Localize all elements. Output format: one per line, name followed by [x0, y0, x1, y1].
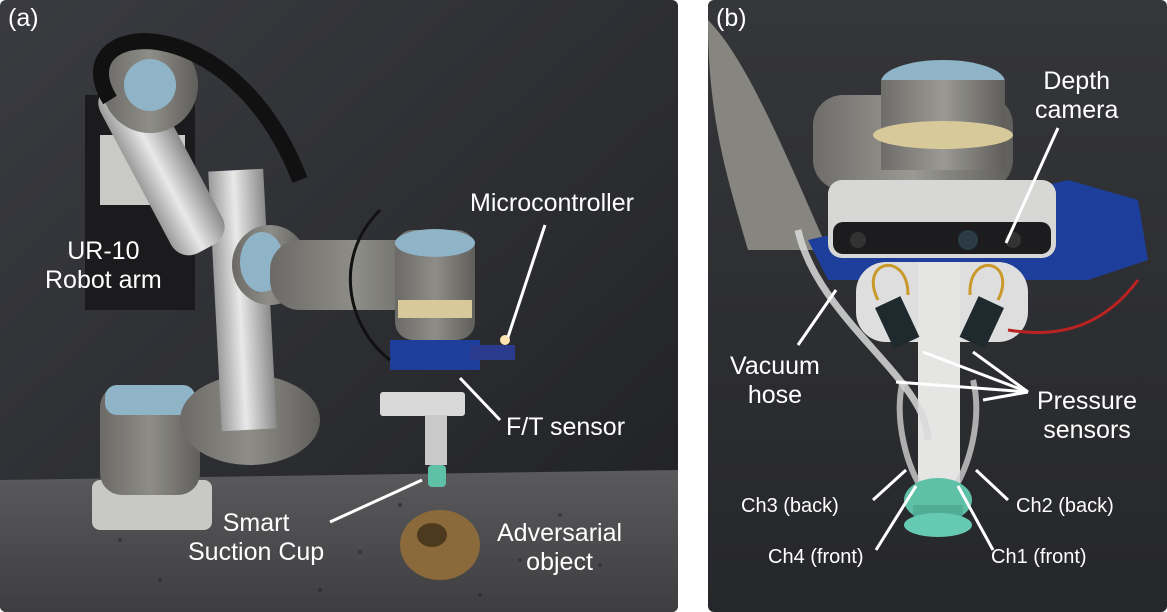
panel-label-b: (b): [716, 4, 747, 32]
label-ch4: Ch4 (front): [768, 546, 864, 568]
label-depth-camera: Depth camera: [1035, 67, 1119, 124]
label-ch2: Ch2 (back): [1016, 495, 1114, 517]
panel-label-a: (a): [8, 4, 39, 32]
label-ft-sensor: F/T sensor: [506, 413, 626, 441]
robot-arm-photo: [0, 0, 678, 612]
label-pressure-sensors: Pressure sensors: [1037, 387, 1138, 444]
label-ch1: Ch1 (front): [991, 546, 1087, 568]
photo-panel-b: (b) Depth camera Vacuum hose Pressure se…: [708, 0, 1167, 612]
label-robot-arm: UR-10 Robot arm: [45, 237, 162, 294]
photo-panel-a: (a) UR-10 Robot arm Microcontroller F/T …: [0, 0, 678, 612]
label-suction-cup: Smart Suction Cup: [188, 509, 325, 566]
label-adversarial-object: Adversarial object: [497, 519, 623, 576]
suction-cup-closeup-photo: [708, 0, 1167, 612]
label-microcontroller: Microcontroller: [470, 189, 634, 217]
label-ch3: Ch3 (back): [741, 495, 839, 517]
label-vacuum-hose: Vacuum hose: [730, 352, 820, 409]
